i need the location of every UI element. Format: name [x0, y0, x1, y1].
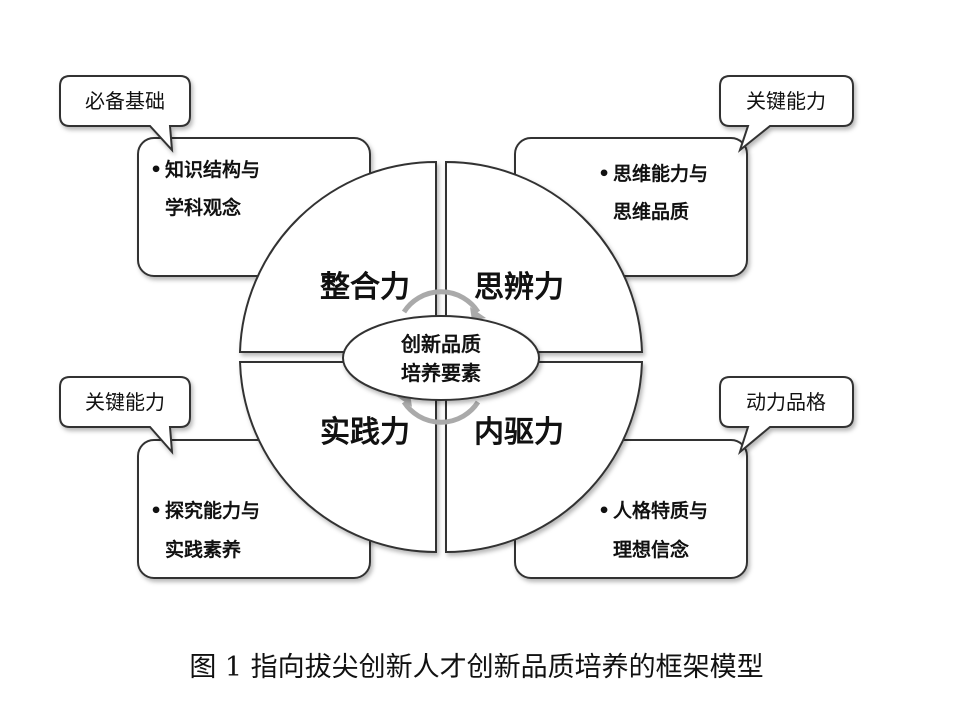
label-text-bottom-left: 关键能力 — [85, 390, 165, 414]
figure-caption: 图 1 指向拔尖创新人才创新品质培养的框架模型 — [189, 652, 764, 683]
label-bubble-top-left — [59, 75, 191, 153]
label-text-top-right: 关键能力 — [746, 89, 826, 113]
label-bubble-bottom-right — [719, 376, 854, 455]
detail-text-top-right-line1: 思维能力与 — [613, 162, 708, 185]
detail-text-bottom-left-line1: 探究能力与 — [165, 499, 260, 522]
label-text-bottom-right: 动力品格 — [746, 390, 826, 414]
label-bubble-bottom-left — [59, 376, 191, 455]
cycle-arrow-bottom — [401, 400, 481, 425]
detail-bullet-top-right: • — [598, 163, 610, 185]
quadrant-title-top-right: 思辨力 — [474, 270, 564, 305]
quadrant-circle — [238, 160, 644, 554]
detail-bullet-bottom-left: • — [150, 500, 162, 522]
quadrant-top-left — [238, 160, 437, 353]
quadrant-bottom-left — [238, 361, 437, 554]
center-text-line2: 培养要素 — [401, 361, 481, 385]
label-text-top-left: 必备基础 — [85, 89, 165, 113]
detail-text-top-right-line2: 思维品质 — [613, 200, 689, 223]
center-ellipse — [342, 315, 540, 401]
detail-text-bottom-left-line2: 实践素养 — [165, 538, 241, 561]
detail-text-top-left-line1: 知识结构与 — [165, 158, 260, 181]
quadrant-title-bottom-left: 实践力 — [320, 415, 410, 450]
detail-bullet-top-left: • — [150, 159, 162, 181]
label-bubble-top-right — [719, 75, 854, 153]
center-text-line1: 创新品质 — [400, 332, 481, 356]
quadrant-title-bottom-right: 内驱力 — [474, 415, 564, 450]
detail-text-bottom-right-line2: 理想信念 — [613, 538, 689, 561]
detail-text-bottom-right-line1: 人格特质与 — [613, 499, 708, 522]
quadrant-top-right — [445, 160, 644, 353]
quadrant-title-top-left: 整合力 — [320, 270, 410, 305]
quadrant-bottom-right — [445, 361, 644, 554]
detail-bullet-bottom-right: • — [598, 500, 610, 522]
detail-text-top-left-line2: 学科观念 — [165, 196, 241, 219]
cycle-arrow-top — [401, 289, 481, 314]
